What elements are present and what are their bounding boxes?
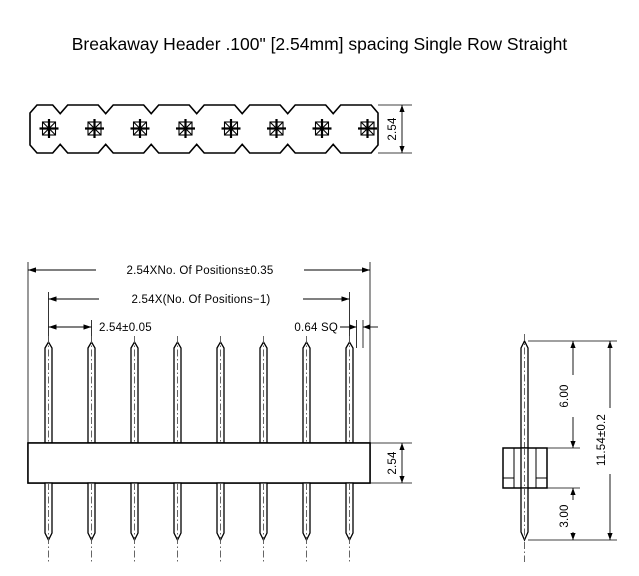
- lower-tail: [130, 482, 139, 562]
- top-view-pin: [267, 119, 286, 138]
- upper-pin-length-label: 6.00: [559, 384, 571, 407]
- upper-pin: [130, 336, 139, 453]
- dimension-overall-pin-length: 11.54±0.2: [580, 340, 617, 541]
- upper-pin: [345, 336, 354, 453]
- side-view-body: [502, 447, 548, 489]
- top-view-pin: [176, 119, 195, 138]
- front-view-lower-tails: [44, 482, 354, 562]
- dimension-pitch: 2.54±0.05: [48, 319, 159, 335]
- top-view-pin: [312, 119, 332, 138]
- upper-pin: [216, 336, 225, 453]
- lower-tail: [87, 482, 96, 562]
- lower-tail-length-label: 3.00: [559, 504, 571, 527]
- upper-pin: [302, 336, 311, 453]
- lower-tail: [216, 482, 225, 562]
- page-title: Breakaway Header .100" [2.54mm] spacing …: [72, 34, 568, 54]
- side-view: 6.00 3.00 11.54±0.2: [502, 334, 617, 562]
- dimension-pin-square: 0.64 SQ: [278, 319, 378, 335]
- top-view-pin: [130, 119, 150, 138]
- side-view-upper-pin: [520, 334, 529, 453]
- dimension-pin-span: 2.54X(No. Of Positions−1): [48, 291, 350, 307]
- top-view-height-dimension: 2.54: [378, 104, 412, 154]
- top-view-height-label: 2.54: [387, 117, 399, 141]
- pin-square-label: 0.64 SQ: [294, 322, 338, 334]
- top-view: 2.54: [29, 104, 412, 154]
- dimension-lower-tail-length: 3.00: [528, 487, 580, 541]
- top-view-pin: [39, 119, 59, 138]
- top-view-pin: [85, 119, 104, 138]
- pitch-label: 2.54±0.05: [99, 322, 152, 334]
- upper-pin: [259, 336, 268, 453]
- pin-span-label: 2.54X(No. Of Positions−1): [132, 294, 271, 306]
- front-view: 2.54XNo. Of Positions±0.35 2.54X(No. Of …: [27, 262, 412, 562]
- upper-pin: [44, 336, 53, 453]
- dimension-upper-pin-length: 6.00: [528, 340, 580, 449]
- overall-length-label: 2.54XNo. Of Positions±0.35: [126, 265, 273, 277]
- body-height-label: 2.54: [387, 451, 399, 475]
- front-view-body: [27, 442, 371, 484]
- upper-pin: [87, 336, 96, 453]
- upper-pin: [173, 336, 182, 453]
- side-view-lower-tail: [520, 487, 529, 562]
- dimension-overall-length: 2.54XNo. Of Positions±0.35: [28, 262, 370, 278]
- top-view-pin: [358, 119, 377, 138]
- front-view-upper-pins: [44, 336, 354, 453]
- lower-tail: [345, 482, 354, 562]
- overall-pin-length-label: 11.54±0.2: [596, 414, 608, 466]
- top-view-pin: [221, 119, 241, 138]
- front-view-body-height-dimension: 2.54: [370, 442, 412, 484]
- lower-tail: [173, 482, 182, 562]
- lower-tail: [259, 482, 268, 562]
- top-view-outline: [29, 104, 379, 154]
- lower-tail: [302, 482, 311, 562]
- lower-tail: [44, 482, 53, 562]
- top-view-pins: [39, 119, 377, 138]
